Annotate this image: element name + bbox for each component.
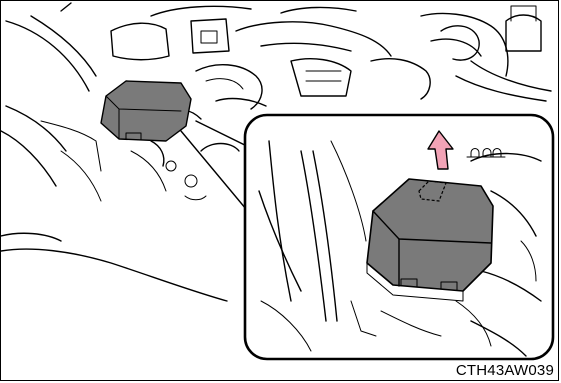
figure-code: CTH43AW039 — [456, 362, 554, 379]
detail-callout — [245, 115, 553, 359]
fuse-box-cover-main — [101, 81, 191, 141]
